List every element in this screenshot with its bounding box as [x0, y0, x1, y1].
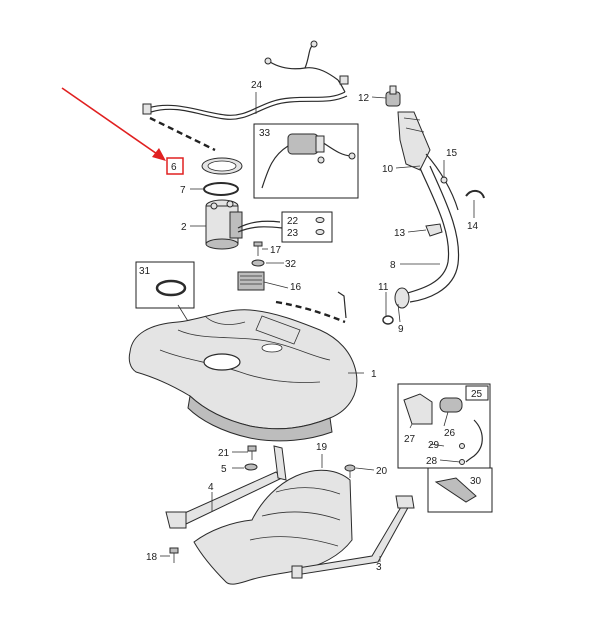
callout-24: 24 [251, 80, 263, 91]
callout-23: 23 [287, 228, 299, 239]
part-14-clip [465, 190, 485, 199]
callout-20: 20 [376, 466, 388, 477]
callout-27: 27 [404, 434, 416, 445]
callout-15: 15 [446, 148, 458, 159]
callout-4: 4 [208, 482, 214, 493]
part-18-bolt [169, 547, 179, 563]
part-32-nut [251, 259, 265, 267]
part-6-lock-ring [201, 157, 243, 175]
part-2-fuel-pump [205, 199, 283, 250]
dashed-connection-24-6 [149, 116, 216, 152]
callout-10: 10 [382, 164, 394, 175]
part-12-filler-cap [385, 85, 401, 107]
callout-31: 31 [139, 266, 151, 277]
part-25-group [397, 383, 491, 469]
callout-28: 28 [426, 456, 438, 467]
callout-30: 30 [470, 476, 482, 487]
part-11-clamp [382, 315, 394, 325]
part-30-group [427, 467, 493, 513]
part-31-group [135, 261, 195, 309]
callout-22: 22 [287, 216, 299, 227]
part-19-heat-shield [193, 469, 353, 585]
callout-11: 11 [378, 282, 389, 293]
callout-18: 18 [146, 552, 158, 563]
callout-17: 17 [270, 245, 282, 256]
part-4-strap [165, 445, 287, 529]
part-17-bolt [253, 241, 263, 256]
part-22-23-group [281, 211, 333, 243]
part-13-bracket [425, 223, 443, 237]
callout-2: 2 [181, 222, 187, 233]
highlight-arrow [61, 87, 166, 161]
callout-33: 33 [259, 128, 271, 139]
callout-8: 8 [390, 260, 396, 271]
part-9-pipe-end [394, 287, 410, 309]
part-24-harness [142, 40, 349, 120]
callout-13: 13 [394, 228, 406, 239]
part-20-nut [344, 464, 356, 478]
highlight-box-6 [166, 157, 184, 175]
callout-5: 5 [221, 464, 227, 475]
part-7-seal-ring [203, 182, 239, 196]
callout-6: 6 [171, 162, 177, 173]
callout-19: 19 [316, 442, 328, 453]
part-33-group [253, 123, 359, 199]
callout-29: 29 [428, 440, 440, 451]
part-21-bolt [247, 445, 257, 460]
callout-16: 16 [290, 282, 302, 293]
callout-labels: 1 2 3 4 5 6 7 8 9 10 11 12 13 14 15 16 1… [139, 80, 483, 573]
callout-25: 25 [471, 389, 483, 400]
callout-21: 21 [218, 448, 230, 459]
part-5-washer [244, 463, 258, 471]
leader-lines [160, 92, 475, 562]
callout-12: 12 [358, 93, 370, 104]
box-25 [465, 385, 489, 401]
callout-1: 1 [371, 369, 377, 380]
callout-7: 7 [180, 185, 186, 196]
callout-32: 32 [285, 259, 297, 270]
dashed-connection-16 [275, 300, 346, 324]
callout-3: 3 [376, 562, 382, 573]
part-3-strap [291, 495, 415, 579]
callout-14: 14 [467, 221, 479, 232]
callout-26: 26 [444, 428, 456, 439]
part-1-fuel-tank [128, 309, 358, 442]
part-10-filler-head [397, 111, 431, 171]
part-16-control-unit [237, 271, 265, 291]
callout-9: 9 [398, 324, 404, 335]
part-16-harness [337, 291, 347, 319]
